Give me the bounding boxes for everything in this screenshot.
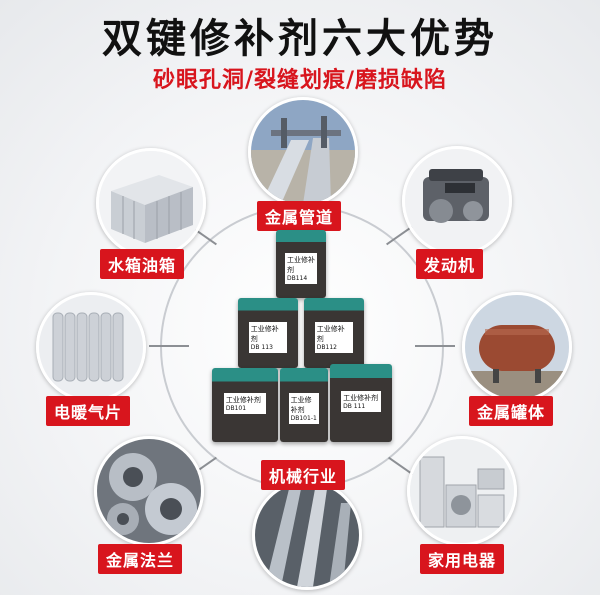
- engine-icon: [402, 146, 512, 256]
- connector-line: [415, 345, 455, 347]
- label-appliance: 家用电器: [420, 544, 505, 574]
- machinery-icon: [252, 480, 362, 590]
- label-flange: 金属法兰: [98, 544, 183, 574]
- label-water-tank: 水箱油箱: [100, 249, 185, 279]
- appliance-icon: [407, 436, 517, 546]
- metal-tank-icon: [462, 292, 572, 402]
- label-engine: 发动机: [416, 249, 484, 279]
- label-radiator: 电暖气片: [46, 396, 131, 426]
- connector-line: [149, 345, 189, 347]
- label-metal-pipe: 金属管道: [257, 201, 342, 231]
- label-machinery: 机械行业: [261, 460, 346, 490]
- pipeline-icon: [248, 97, 358, 207]
- page-subtitle: 砂眼孔洞/裂缝划痕/磨损缺陷: [152, 68, 448, 93]
- water-tank-icon: [96, 148, 206, 258]
- label-metal-tank: 金属罐体: [469, 396, 554, 426]
- radiator-icon: [36, 292, 146, 402]
- flange-icon: [94, 436, 204, 546]
- page-title: 双键修补剂六大优势: [102, 16, 498, 62]
